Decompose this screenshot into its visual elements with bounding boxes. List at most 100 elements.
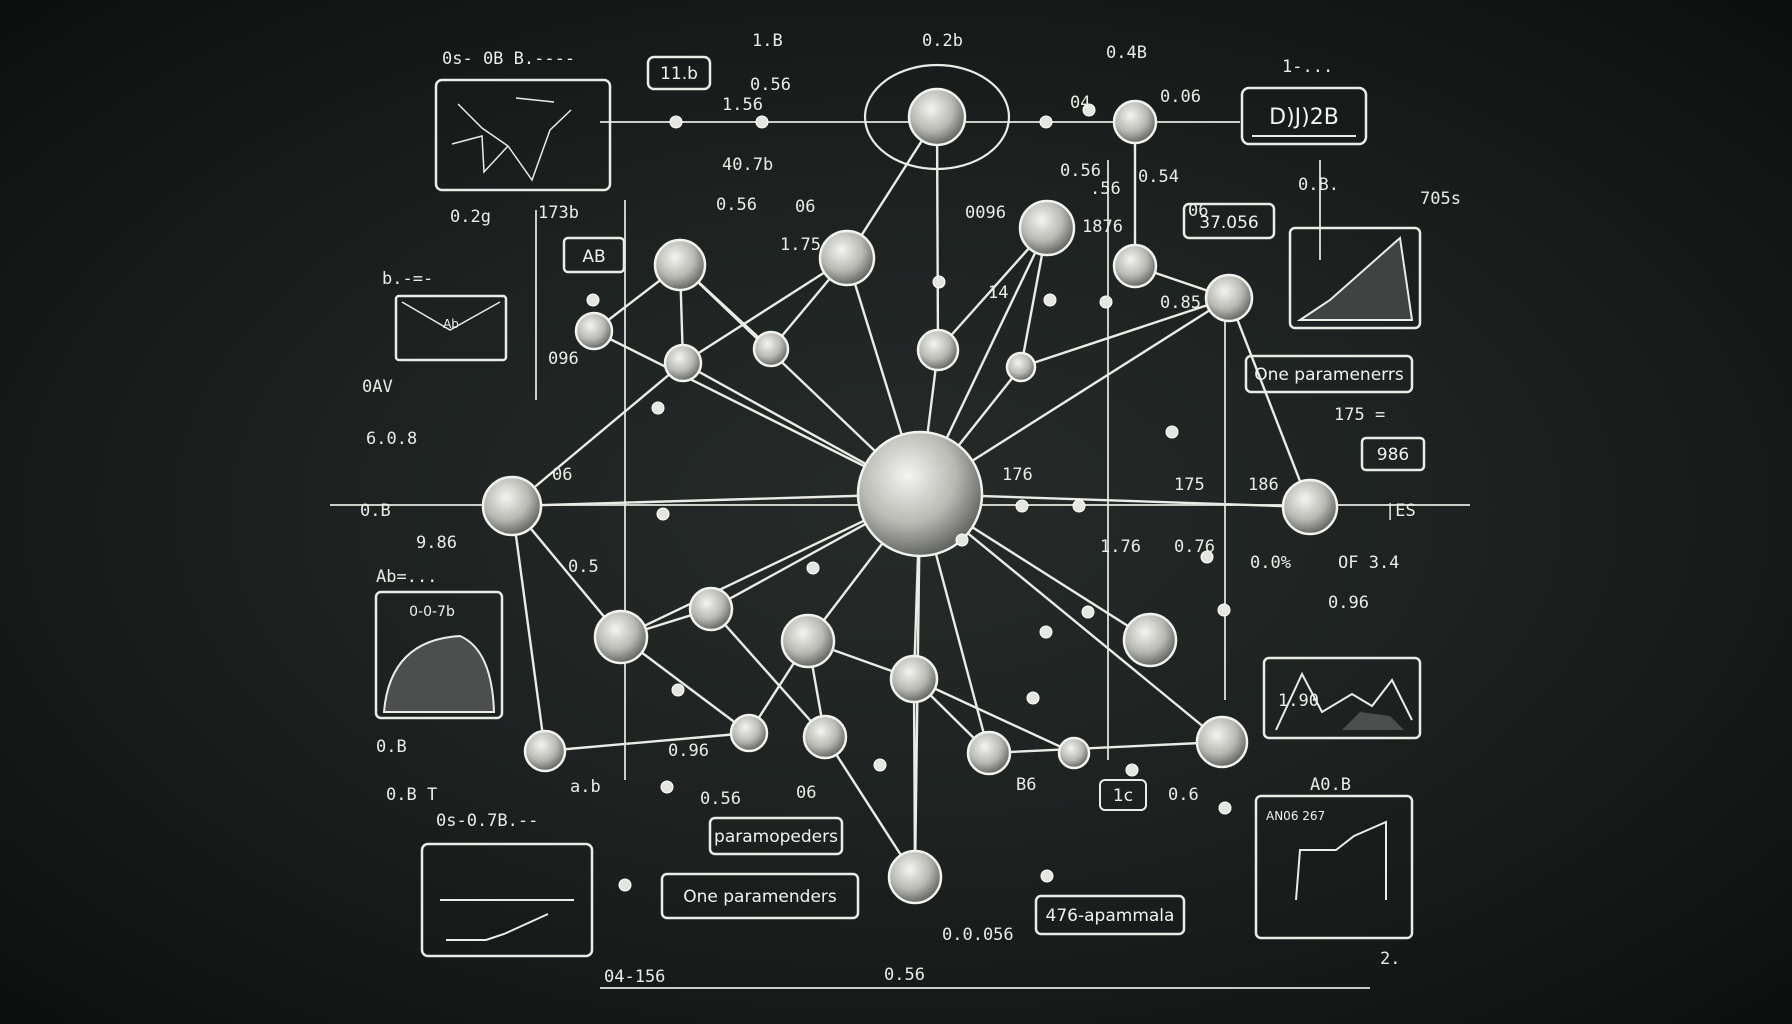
value-label: 0.54	[1138, 167, 1179, 187]
value-label: 0.2b	[922, 31, 963, 51]
value-label: 0.B	[376, 737, 407, 757]
junction-dot	[1200, 550, 1214, 564]
edge-line	[987, 740, 1224, 755]
value-label: 2.	[1380, 949, 1400, 969]
value-label: 1-...	[1282, 57, 1333, 77]
node-sphere	[889, 654, 939, 704]
junction-dot	[1039, 115, 1053, 129]
nodes	[481, 87, 1339, 905]
value-label: 1.B	[752, 31, 783, 51]
box-gauge: 0-0-7b	[374, 590, 504, 720]
box-label: 986	[1377, 445, 1409, 465]
value-label: 40.7b	[722, 155, 773, 175]
node-sphere	[729, 713, 769, 753]
junction-dot	[1015, 499, 1029, 513]
value-label: 0.96	[668, 741, 709, 761]
value-label: 0s-0.7B.--	[436, 811, 538, 831]
node-sphere	[574, 311, 614, 351]
node-sphere	[780, 613, 836, 669]
node-sphere	[1057, 736, 1091, 770]
node-sphere	[1195, 715, 1249, 769]
edge-line	[823, 735, 917, 879]
box-label: 11.b	[660, 64, 698, 84]
box-37056: 37.056	[1182, 202, 1276, 240]
box-476-apammala: 476-apammala	[1034, 894, 1186, 936]
value-label: 06	[795, 197, 815, 217]
value-label: B6	[1016, 775, 1036, 795]
junction-dot	[1082, 103, 1096, 117]
box-label: 0-0-7b	[409, 604, 455, 620]
box-11b: 11.b	[646, 55, 712, 91]
junction-dot	[656, 507, 670, 521]
node-sphere	[1281, 478, 1339, 536]
box-label: AB	[582, 247, 605, 267]
node-sphere	[593, 609, 649, 665]
node-sphere	[752, 330, 790, 368]
value-label: 0.B.	[1298, 175, 1339, 195]
value-label: 06	[1188, 201, 1208, 221]
junction-dot	[1165, 425, 1179, 439]
box-label: paramopeders	[714, 827, 838, 847]
edge-line	[709, 607, 827, 739]
box-one-paramenders: One paramenders	[660, 872, 860, 920]
box-label: 1c	[1113, 786, 1133, 806]
ring-outline	[863, 63, 1011, 171]
value-label: A0.B	[1310, 775, 1351, 795]
junction-dot	[1217, 603, 1231, 617]
value-label: 0.56	[1060, 161, 1101, 181]
node-sphere	[1112, 99, 1158, 145]
box-label: 37.056	[1199, 213, 1258, 233]
value-label: 0096	[965, 203, 1006, 223]
box-986: 986	[1360, 436, 1426, 472]
junction-dot	[586, 293, 600, 307]
node-sphere	[1005, 351, 1037, 383]
value-label: 06	[552, 465, 572, 485]
edge-line	[912, 677, 917, 879]
junction-dot	[1218, 801, 1232, 815]
node-sphere	[1112, 243, 1158, 289]
box-network-thumbnail	[434, 78, 612, 192]
node-sphere	[663, 343, 703, 383]
node-sphere	[802, 714, 848, 760]
edge-line	[935, 115, 940, 352]
edge-line	[1227, 296, 1312, 509]
box-label: One paramenerrs	[1254, 365, 1404, 385]
value-label: 1.90	[1278, 691, 1319, 711]
junction-dot	[873, 758, 887, 772]
junction-dot	[618, 878, 632, 892]
value-label: 1.56	[722, 95, 763, 115]
value-label: 175	[1174, 475, 1205, 495]
box-label: Ab	[443, 317, 459, 331]
junction-dot	[955, 533, 969, 547]
box-1c: 1c	[1099, 779, 1147, 811]
edge-line	[918, 492, 1224, 744]
value-label: 0.56	[750, 75, 791, 95]
junction-dot	[669, 115, 683, 129]
value-label: 0.6	[1168, 785, 1199, 805]
edge-line	[543, 731, 751, 753]
value-label: 0.76	[1174, 537, 1215, 557]
box-label: D)J)2B	[1269, 105, 1339, 130]
edge-line	[1019, 296, 1231, 369]
value-label: 0.B	[360, 501, 391, 521]
value-label: 04	[1070, 93, 1090, 113]
value-label: .56	[1090, 179, 1121, 199]
value-label: 0s- 0B B.----	[442, 49, 575, 69]
edge-line	[912, 677, 1076, 755]
value-label: 173b	[538, 203, 579, 223]
box-area-chart	[1288, 226, 1422, 330]
value-label: 0.56	[884, 965, 925, 985]
value-label: 0.56	[700, 789, 741, 809]
junction-dot	[1040, 869, 1054, 883]
node-sphere	[523, 729, 567, 773]
value-label: 0.0.056	[942, 925, 1014, 945]
junction-dot	[660, 780, 674, 794]
value-label: 176	[1002, 465, 1033, 485]
box-scale-chart	[420, 842, 594, 958]
value-label: 6.0.8	[366, 429, 417, 449]
value-label: 0.B T	[386, 785, 437, 805]
node-sphere	[916, 328, 960, 372]
junction-dot	[1026, 691, 1040, 705]
